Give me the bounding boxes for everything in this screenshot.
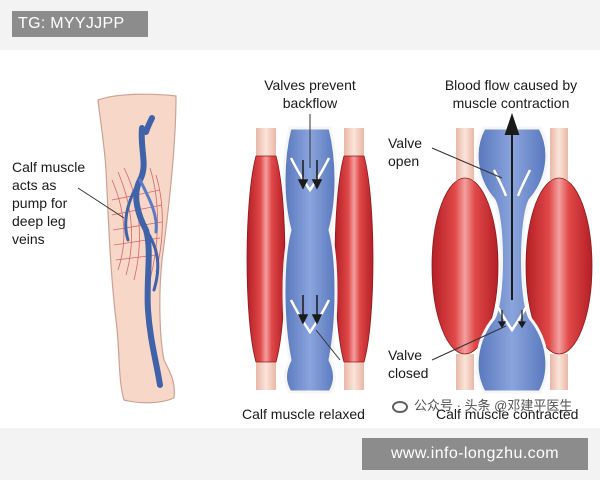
valve-closed-pointer-left (315, 329, 341, 361)
calf-pump-line-4: deep leg (12, 213, 66, 229)
valve-open-label: Valve open (388, 134, 422, 170)
contracted-caption: Calf muscle contracted (436, 406, 579, 422)
tg-badge: TG: MYYJJPP (12, 11, 148, 37)
blood-flow-arrow (504, 112, 520, 300)
calf-pump-line-2: acts as (12, 177, 57, 193)
contracted-muscle-left (431, 177, 499, 355)
relaxed-muscle-left (246, 155, 286, 363)
watermark-text: 公众号 · 头条 @邓建平医生 (414, 398, 573, 413)
calf-pump-line-5: veins (12, 231, 45, 247)
watermark: 公众号 · 头条 @邓建平医生 (392, 395, 572, 414)
contracted-panel (315, 112, 593, 394)
relaxed-caption: Calf muscle relaxed (242, 406, 365, 422)
relaxed-backflow-arrows (297, 160, 323, 325)
valve-open-line-1: Valve (388, 135, 422, 151)
valve-open-pointer (431, 147, 503, 179)
calf-pump-line-3: pump for (12, 195, 68, 211)
contracted-small-arrows (497, 310, 527, 329)
blood-flow-label: Blood flow caused by muscle contraction (428, 76, 594, 112)
valve-closed-pointer-right (431, 325, 507, 361)
valves-prevent-line-2: backflow (282, 95, 338, 111)
valve-closed-line-1: Valve (388, 347, 422, 363)
relaxed-valve-bottom (289, 299, 331, 335)
relaxed-muscle-right (334, 155, 374, 363)
calf-pump-label: Calf muscle acts as pump for deep leg ve… (12, 158, 85, 248)
relaxed-vein (282, 126, 338, 394)
blood-flow-line-2: muscle contraction (452, 95, 570, 111)
valves-prevent-line-1: Valves prevent (264, 77, 356, 93)
valve-closed-line-2: closed (388, 365, 429, 381)
relaxed-valve-top (289, 157, 331, 193)
valve-open-line-2: open (388, 153, 420, 169)
relaxed-panel (246, 114, 374, 394)
contracted-valve-open (492, 169, 532, 197)
chat-bubble-icon (392, 400, 408, 413)
valve-closed-label: Valve closed (388, 346, 428, 382)
calf-pointer-line (77, 187, 125, 219)
leg-veins (124, 115, 163, 388)
contracted-muscle-right (525, 177, 593, 355)
valves-prevent-label: Valves prevent backflow (248, 76, 372, 112)
calf-pump-line-1: Calf muscle (12, 159, 86, 175)
leg-illustration (77, 93, 177, 404)
blood-flow-line-1: Blood flow caused by (444, 77, 578, 93)
url-badge: www.info-longzhu.com (362, 438, 588, 470)
leg-outline (97, 93, 177, 404)
